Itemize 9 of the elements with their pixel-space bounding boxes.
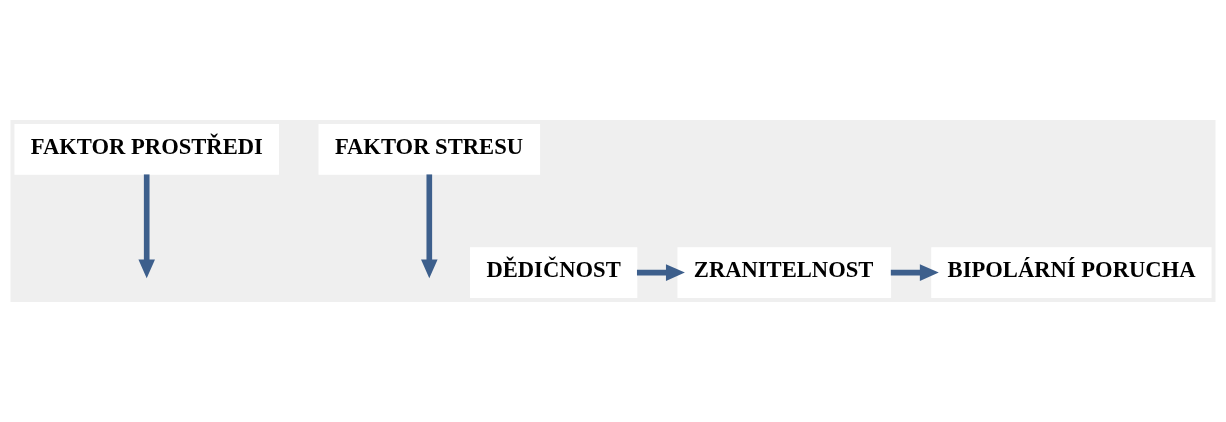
node-box: ZRANITELNOST [677, 247, 892, 299]
node-box: FAKTOR PROSTŘEDI [14, 123, 279, 175]
arrow [421, 174, 438, 279]
arrow [637, 264, 685, 281]
node-box: DĚDIČNOST [470, 247, 638, 299]
node-box: BIPOLÁRNÍ PORUCHA [931, 247, 1212, 299]
arrow [890, 264, 939, 281]
arrow [138, 174, 155, 279]
node-box: FAKTOR STRESU [318, 123, 541, 175]
